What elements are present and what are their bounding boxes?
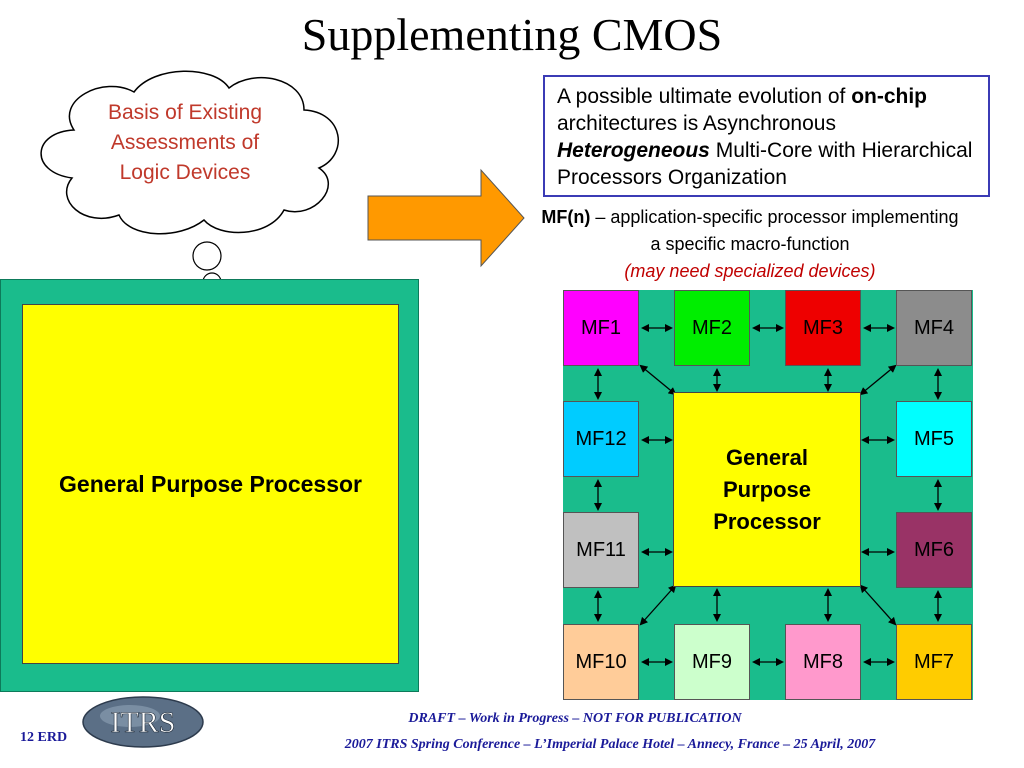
evolution-bold: on-chip xyxy=(851,85,928,108)
mf-label: MF9 xyxy=(692,650,732,673)
mf-module: MF12 xyxy=(563,401,639,477)
interconnect-arrows xyxy=(594,324,942,666)
mf-module: MF2 xyxy=(674,290,750,366)
processor-label: General Purpose Processor xyxy=(59,470,362,497)
cloud-line: Assessments of xyxy=(110,131,260,154)
central-processor-block: General Purpose Processor xyxy=(673,392,861,587)
mf-label: MF1 xyxy=(581,316,621,339)
mf-module: MF6 xyxy=(896,512,972,588)
mf-module: MF7 xyxy=(896,624,972,700)
mf-module: MF9 xyxy=(674,624,750,700)
logo-text: ITRS xyxy=(110,706,175,739)
evolution-text: A possible ultimate evolution of xyxy=(557,85,852,108)
mf-label: MF3 xyxy=(803,316,843,339)
conference-info: 2007 ITRS Spring Conference – L’Imperial… xyxy=(344,737,876,752)
cloud-line: Basis of Existing xyxy=(107,101,263,124)
mf-label: MF5 xyxy=(914,427,954,450)
evolution-text: architectures is Asynchronous xyxy=(557,112,836,135)
mf-label: MF11 xyxy=(576,538,626,561)
central-processor-line: Purpose xyxy=(722,476,812,502)
mf-label: MF6 xyxy=(914,538,954,561)
evolution-text: Multi-Core with Hierarchical Processors … xyxy=(557,139,973,189)
mf-label: MF8 xyxy=(803,650,843,673)
mf-module: MF11 xyxy=(563,512,639,588)
mf-label: MF2 xyxy=(692,316,732,339)
slide-number: 12 ERD xyxy=(20,730,68,745)
mf-term: MF(n) xyxy=(541,207,591,227)
draft-notice: DRAFT – Work in Progress – NOT FOR PUBLI… xyxy=(408,711,742,726)
mf-label: MF12 xyxy=(575,427,627,450)
itrs-logo-icon: ITRS xyxy=(82,696,204,748)
central-processor-line: General xyxy=(726,444,808,470)
mf-note-open: ( xyxy=(624,261,631,281)
mf-description: MF(n) – application-specific processor i… xyxy=(540,204,960,285)
mf-module: MF1 xyxy=(563,290,639,366)
mf-module: MF5 xyxy=(896,401,972,477)
cloud-line: Logic Devices xyxy=(119,161,251,184)
central-processor-line: Processor xyxy=(713,508,821,534)
evolution-statement: A possible ultimate evolution of on-chip… xyxy=(543,75,990,197)
mf-label: MF4 xyxy=(914,316,954,339)
mf-note: may need specialized devices) xyxy=(630,261,876,281)
mf-label: MF10 xyxy=(575,650,627,673)
mf-module: MF4 xyxy=(896,290,972,366)
evolution-emphasis: Heterogeneous xyxy=(557,139,710,162)
mf-module: MF10 xyxy=(563,624,639,700)
mf-module: MF8 xyxy=(785,624,861,700)
evolution-arrow xyxy=(367,168,525,268)
cloud-text: Basis of Existing Assessments of Logic D… xyxy=(60,98,310,188)
mf-module: MF3 xyxy=(785,290,861,366)
mf-definition: – application-specific processor impleme… xyxy=(590,207,959,254)
mf-label: MF7 xyxy=(914,650,954,673)
slide-title: Supplementing CMOS xyxy=(301,9,723,60)
general-purpose-processor-block: General Purpose Processor xyxy=(22,304,399,664)
